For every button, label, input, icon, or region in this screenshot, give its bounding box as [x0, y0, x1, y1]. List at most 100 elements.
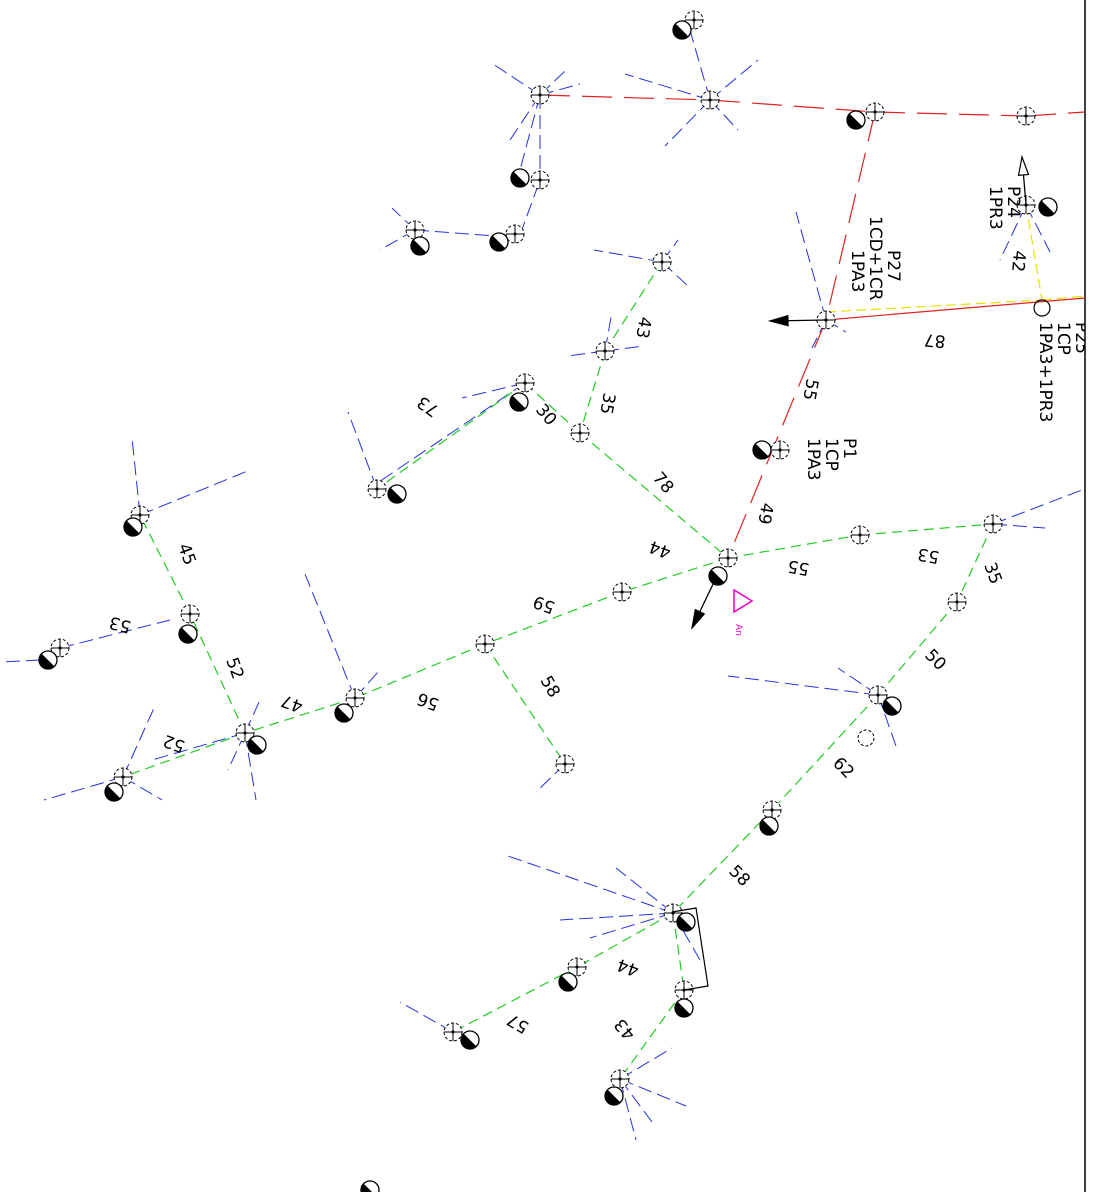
blue-service-line: [414, 229, 496, 237]
pole-center-dot: [578, 431, 582, 435]
green-line-segment: [484, 591, 623, 645]
span-label-g52b: 52: [161, 730, 188, 756]
pole-center-dot: [375, 487, 379, 491]
blue-service-line: [461, 382, 526, 399]
blue-service-line: [589, 912, 674, 939]
lamp-symbols: [38, 20, 1058, 1192]
lamp-symbol-fill: [247, 738, 264, 755]
green-line-segment: [122, 732, 246, 778]
yellow-line-segment: [1025, 204, 1043, 301]
lamp-symbol-fill: [410, 239, 427, 256]
pole-label-p24-line1: P24: [1003, 186, 1023, 218]
span-label-y42: 42: [1007, 250, 1029, 273]
span-label-g58a: 58: [536, 673, 564, 702]
span-label-g47: 47: [279, 690, 306, 716]
lamp-symbol-fill: [846, 113, 863, 130]
pole-center-dot: [243, 731, 247, 735]
lamp-symbol-fill: [759, 819, 776, 836]
lamp-symbol-fill: [360, 1183, 372, 1192]
pole-center-dot: [858, 533, 862, 537]
span-label-g78: 78: [648, 468, 677, 497]
pole-center-dot: [413, 228, 417, 232]
pole-center-dot: [1024, 114, 1028, 118]
pole-center-dot: [873, 110, 877, 114]
span-label-g44a: 44: [647, 536, 674, 562]
blue-service-line: [992, 489, 1083, 525]
pole-center-dot: [138, 513, 142, 517]
lamp-symbol-fill: [178, 627, 195, 644]
span-label-g53b: 53: [107, 612, 133, 637]
pole-label-p1-line1: P1: [839, 438, 859, 459]
span-label-r87: 87: [923, 329, 946, 351]
green-line-segment: [139, 514, 191, 615]
blue-service-line: [347, 411, 378, 490]
lamp-symbol-fill: [674, 1001, 691, 1018]
span-label-r55: 55: [798, 377, 821, 402]
lamp-symbol-fill: [460, 1033, 477, 1050]
green-line-segment: [672, 809, 773, 914]
arrow-head: [691, 608, 706, 631]
green-line-network: [122, 261, 994, 1080]
direction-arrows: [691, 154, 1030, 631]
blue-service-line: [559, 912, 674, 921]
span-label-g30: 30: [531, 400, 560, 429]
blue-service-line: [709, 59, 759, 101]
span-label-g57: 57: [504, 1009, 533, 1037]
arrow-head: [1017, 154, 1030, 177]
red-line-segment: [709, 99, 876, 113]
plain-node-p25: [1033, 299, 1051, 317]
blue-service-line: [151, 732, 246, 761]
green-line-segment: [579, 432, 729, 559]
green-line-segment: [956, 523, 994, 603]
span-label-g55a: 55: [786, 555, 811, 578]
span-label-g50: 50: [920, 645, 949, 674]
blue-service-line: [619, 1078, 637, 1141]
pole-center-dot: [692, 18, 696, 22]
green-line-segment: [877, 601, 958, 696]
pole-label-p1-line3: 1PA3: [803, 438, 823, 480]
yellow-line-segment: [825, 299, 1043, 313]
blue-service-line: [593, 249, 663, 263]
blue-service-line: [304, 573, 356, 699]
blue-service-line: [507, 855, 674, 914]
span-label-g43: 43: [631, 315, 654, 340]
pole-center-dot: [620, 590, 624, 594]
blue-service-line: [43, 776, 124, 801]
pole-label-p27: P27 1CD+1CR 1PA3: [847, 216, 903, 301]
pole-center-dot: [538, 178, 542, 182]
yellow-line-network: [825, 204, 1085, 313]
pole-center-dot: [513, 232, 517, 236]
pole-center-dot: [660, 260, 664, 264]
pole-center-dot: [770, 808, 774, 812]
pole-label-p25: P25 1CP 1PA3+1PR3: [1035, 322, 1085, 422]
span-label-g45: 45: [173, 541, 199, 568]
green-line-segment: [619, 989, 685, 1080]
green-line-segment: [672, 912, 685, 991]
blue-service-lines: [0, 29, 1083, 1141]
pole-center-dot: [991, 522, 995, 526]
pole-center-dot: [726, 556, 730, 560]
span-label-g44b: 44: [615, 954, 642, 980]
red-line-segment: [539, 94, 711, 101]
green-line-segment: [189, 613, 246, 734]
red-line-segment: [874, 111, 1027, 117]
blue-service-line: [795, 211, 827, 321]
blue-service-line: [519, 179, 541, 236]
span-label-g73: 73: [414, 391, 443, 420]
span-label-g53a: 53: [916, 543, 941, 566]
blue-service-line: [399, 1001, 454, 1033]
pole-center-dot: [563, 762, 567, 766]
lamp-symbol-fill: [676, 915, 693, 932]
lamp-symbol-fill: [489, 235, 506, 252]
green-line-segment: [524, 382, 581, 434]
green-line-segment: [859, 523, 994, 536]
span-label-g62: 62: [828, 753, 857, 782]
span-label-g35b: 35: [979, 560, 1005, 587]
green-line-segment: [771, 694, 879, 811]
lamp-symbol-fill: [708, 569, 725, 586]
blue-service-line: [624, 73, 711, 101]
pole-center-dot: [58, 646, 62, 650]
blue-service-line: [619, 1047, 673, 1080]
pole-label-p27-line3: 1PA3: [847, 250, 867, 292]
blue-service-line: [615, 867, 674, 914]
